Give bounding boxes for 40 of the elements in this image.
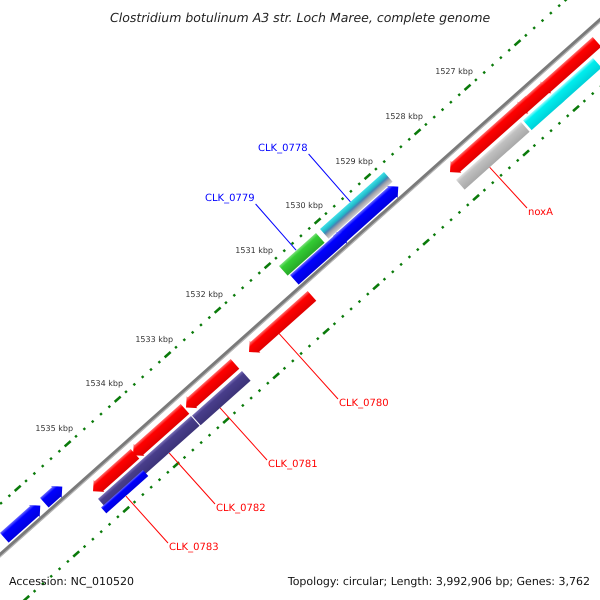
leader-line bbox=[308, 154, 351, 202]
gene-label: CLK_0783 bbox=[169, 542, 219, 554]
gene-label: noxA bbox=[528, 207, 553, 219]
gene-feature-block bbox=[450, 96, 534, 174]
tick-label: 1529 kbp bbox=[335, 156, 373, 166]
leader-line bbox=[168, 452, 216, 504]
leader-line bbox=[126, 496, 168, 544]
gene-feature-bar bbox=[522, 91, 564, 130]
gene-feature-block bbox=[249, 290, 316, 352]
tick-label: 1527 kbp bbox=[435, 67, 473, 78]
gene-label: CLK_0778 bbox=[258, 143, 308, 155]
gene-label: CLK_0779 bbox=[205, 193, 255, 205]
tick-label: 1528 kbp bbox=[385, 112, 423, 122]
gene-feature-block bbox=[290, 232, 347, 284]
gene-feature-block bbox=[0, 505, 40, 543]
tick-label: 1531 kbp bbox=[235, 246, 273, 256]
gene-feature-bar bbox=[192, 371, 250, 426]
accession-text: Accession: NC_010520 bbox=[9, 575, 134, 588]
gene-label: CLK_0780 bbox=[339, 398, 389, 410]
gene-feature-bar bbox=[101, 470, 149, 514]
gene-feature-bar bbox=[278, 232, 324, 276]
gene-feature-block bbox=[93, 448, 140, 492]
gene-feature-block bbox=[40, 486, 62, 508]
leader-line bbox=[278, 333, 338, 400]
tick-label: 1530 kbp bbox=[285, 201, 323, 211]
tick-label: 1532 kbp bbox=[185, 290, 224, 300]
tick-label: 1534 kbp bbox=[85, 379, 124, 389]
gene-feature-block bbox=[186, 359, 240, 409]
genome-summary-text: Topology: circular; Length: 3,992,906 bp; Genes: 3,762 bbox=[288, 575, 590, 588]
gene-feature-block bbox=[540, 36, 600, 93]
gene-label: CLK_0782 bbox=[216, 503, 266, 515]
title: Clostridium botulinum A3 str. Loch Maree, complete genome bbox=[110, 10, 490, 25]
gene-feature-block bbox=[133, 404, 190, 456]
tick-label: 1533 kbp bbox=[135, 334, 174, 344]
leader-line bbox=[255, 204, 297, 251]
gene-label: CLK_0781 bbox=[268, 459, 318, 471]
leader-line bbox=[220, 407, 268, 460]
gene-feature-bar bbox=[456, 122, 530, 190]
tick-label: 1535 kbp bbox=[35, 424, 74, 434]
leader-line bbox=[489, 166, 528, 208]
